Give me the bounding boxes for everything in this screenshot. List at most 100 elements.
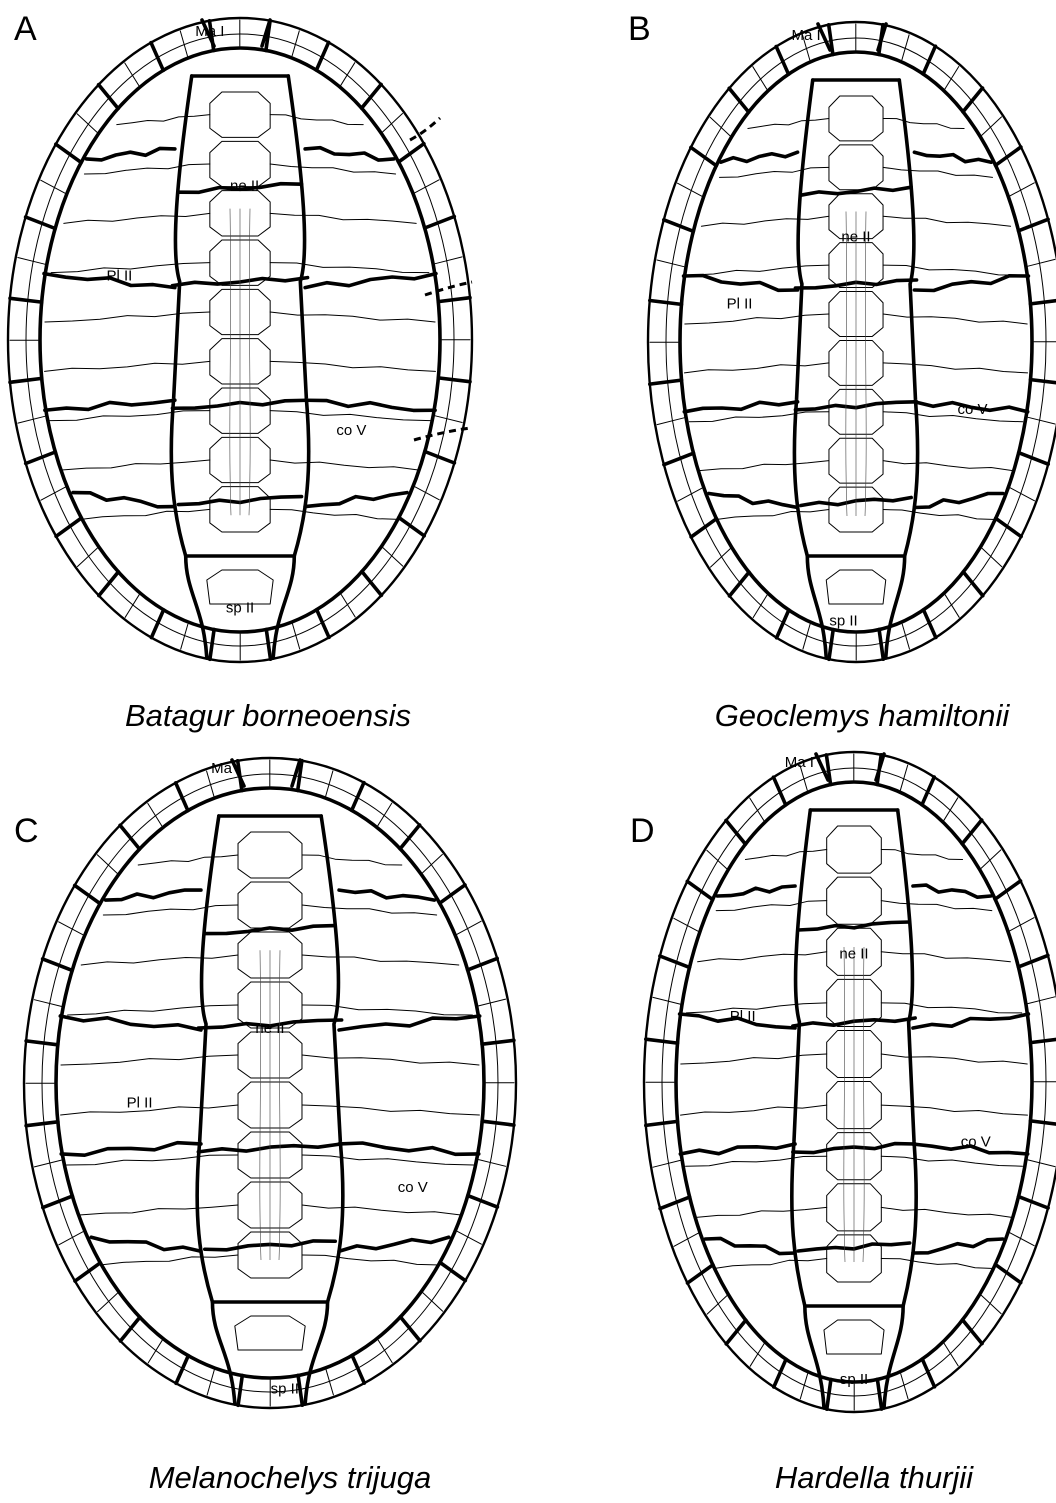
label-sp: sp II [271, 1381, 299, 1398]
pleural-sulcus-left [86, 148, 174, 160]
panel-letter: A [14, 10, 37, 48]
peripheral-bone-suture [1028, 417, 1055, 424]
marginal-sulcus [26, 1041, 58, 1045]
peripheral-bone-suture [753, 67, 767, 90]
peripheral-bone-suture [378, 1340, 392, 1363]
pleural-sulcus-left [91, 1237, 201, 1251]
panel-letter: D [630, 812, 655, 850]
growth-line [844, 947, 845, 1262]
species-caption: Hardella thurjii [775, 1460, 974, 1495]
peripheral-bone-suture [944, 1343, 958, 1366]
pleural-sulcus-right [339, 1143, 479, 1154]
costal-bone-suture [62, 460, 210, 470]
label-pl: Pl II [730, 1008, 756, 1025]
costal-bone-suture [61, 1055, 238, 1065]
marginal-sulcus [176, 783, 188, 811]
costal-bone-suture [138, 855, 238, 865]
peripheral-bone-suture [707, 850, 727, 868]
marginal-sulcus [440, 1262, 465, 1280]
marginal-sulcus [317, 610, 329, 638]
costal-bone-suture [698, 952, 827, 962]
growth-line [260, 950, 261, 1260]
costal-bone-suture [881, 1105, 1027, 1115]
peripheral-bone-suture [34, 1000, 61, 1007]
costal-bone-suture [79, 1205, 238, 1215]
suprapygal-bone [824, 1320, 884, 1354]
costal-bone-suture [716, 510, 829, 520]
marginal-sulcus [962, 820, 982, 844]
costal-bone-suture [699, 461, 829, 471]
suprapygal-bone [235, 1316, 305, 1350]
peripheral-bone-suture [711, 549, 731, 567]
pleural-sulcus-left [684, 402, 797, 412]
costal-bone-suture [45, 361, 210, 371]
marginal-sulcus [399, 518, 424, 536]
neural-bone [827, 826, 882, 873]
growth-line [279, 950, 280, 1260]
label-ma: Ma I [785, 754, 814, 771]
costal-bone-suture [883, 314, 1027, 324]
costal-bone-suture [302, 1105, 479, 1115]
marginal-sulcus [99, 572, 119, 596]
costal-bone-suture [681, 1054, 827, 1064]
costal-bone-suture [684, 363, 829, 373]
pleural-sulcus-right [305, 493, 407, 507]
peripheral-bone-suture [945, 595, 959, 618]
pleural-sulcus-left [61, 1143, 201, 1156]
costal-bone-suture [81, 509, 210, 519]
marginal-sulcus [440, 885, 465, 903]
marginal-sulcus [664, 220, 694, 232]
marginal-sulcus [425, 452, 455, 464]
pleural-sulcus-left [73, 493, 175, 507]
costal-bone-suture [881, 1258, 994, 1268]
label-ne: ne II [255, 1020, 284, 1037]
label-ne: ne II [839, 945, 868, 962]
marginal-sulcus [660, 956, 690, 967]
neural-bone [210, 92, 270, 137]
peripheral-bone-suture [341, 63, 355, 86]
marginal-sulcus [1031, 1039, 1056, 1043]
label-sp: sp II [829, 612, 857, 629]
marginal-sulcus [352, 783, 364, 811]
costal-bone-suture [270, 312, 435, 322]
reconstruction-dashed-line [425, 282, 472, 295]
costal-bone-suture [690, 265, 829, 275]
pleural-sulcus-left [684, 276, 798, 291]
peripheral-bone-suture [981, 850, 1001, 868]
marginal-sulcus [120, 825, 140, 849]
marginal-sulcus [923, 46, 935, 74]
costal-bone-suture [117, 115, 210, 125]
pleural-sulcus-left [60, 1016, 201, 1030]
costal-bone-suture [302, 1005, 472, 1015]
peripheral-bone-suture [982, 548, 1002, 566]
costal-bone-suture [720, 167, 829, 177]
costal-bone-suture [302, 905, 437, 915]
marginal-sulcus [43, 959, 73, 971]
pleural-sulcus-right [339, 1016, 480, 1030]
peripheral-bone-suture [479, 999, 506, 1006]
marginal-sulcus [362, 84, 382, 108]
costal-bone-suture [270, 164, 395, 174]
costal-bone-suture [748, 118, 829, 128]
marginal-sulcus [316, 42, 328, 70]
costal-bone-suture [881, 952, 1010, 962]
pleural-sulcus-right [913, 885, 991, 897]
label-pl: Pl II [127, 1095, 153, 1112]
costal-bone-suture [883, 118, 964, 128]
peripheral-bone-suture [479, 1160, 506, 1167]
pleural-sulcus-right [339, 890, 434, 900]
costal-bone-suture [84, 164, 209, 174]
costal-bone-suture [881, 1003, 1021, 1013]
label-pl: Pl II [106, 268, 132, 285]
growth-line [230, 209, 231, 516]
marginal-sulcus [1031, 380, 1056, 384]
costal-bone-suture [270, 263, 429, 273]
peripheral-bone-suture [753, 595, 767, 618]
label-co: co V [398, 1179, 428, 1196]
marginal-sulcus [827, 1380, 831, 1410]
marginal-sulcus [777, 610, 789, 638]
marginal-sulcus [924, 610, 936, 638]
costal-bone-suture [696, 1207, 826, 1217]
pleural-sulcus-left [106, 890, 201, 900]
